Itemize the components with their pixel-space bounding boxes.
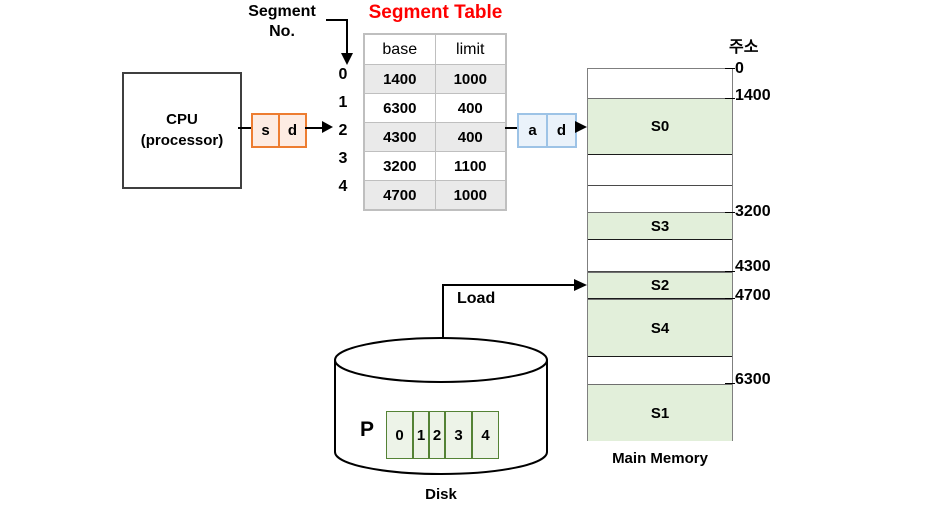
cpu-label-line1: CPU xyxy=(166,111,198,129)
table-to-physical-wire xyxy=(505,127,519,129)
address-tickmark-4300 xyxy=(725,271,735,272)
memory-segment-label: S0 xyxy=(650,118,670,135)
logical-to-table-arrowhead xyxy=(322,121,333,133)
segment-no-arrowhead xyxy=(341,53,353,65)
table-row[interactable]: 1400 1000 xyxy=(364,64,507,94)
memory-segment-label: S2 xyxy=(650,277,670,294)
physical-address-register: a d xyxy=(517,113,577,148)
table-row[interactable]: 4700 1000 xyxy=(364,180,507,210)
address-tick-1400: 1400 xyxy=(735,87,771,104)
main-memory-block: S0 S3 S2 S4 S1 xyxy=(587,68,733,441)
segment-limit-3: 1100 xyxy=(434,151,507,181)
logical-address-offset-field: d xyxy=(278,115,305,146)
segment-index-1: 1 xyxy=(338,94,348,111)
segment-table-header-limit: limit xyxy=(434,34,507,65)
disk-block-3[interactable]: 3 xyxy=(445,411,472,459)
segment-no-arrow-horizontal xyxy=(326,19,348,21)
load-to-memory-arrowhead xyxy=(574,279,587,291)
segment-base-4: 4700 xyxy=(364,180,436,210)
segment-table-title: Segment Table xyxy=(368,2,503,23)
physical-address-base-field: a xyxy=(528,122,537,139)
segment-no-label-line2: No. xyxy=(269,23,295,40)
table-row[interactable]: 3200 1100 xyxy=(364,151,507,181)
physical-to-memory-arrowhead xyxy=(575,121,587,133)
segment-limit-0: 1000 xyxy=(434,64,507,94)
segment-base-3: 3200 xyxy=(364,151,436,181)
segment-no-label: Segment No. xyxy=(234,2,330,42)
segment-table-header-base: base xyxy=(364,34,436,65)
memory-segment-s0: S0 xyxy=(588,98,732,155)
segment-index-3: 3 xyxy=(338,150,348,167)
address-tick-0: 0 xyxy=(735,60,744,77)
segment-index-2: 2 xyxy=(338,122,348,139)
memory-segment-s3: S3 xyxy=(588,212,732,240)
disk-block-0[interactable]: 0 xyxy=(386,411,413,459)
logical-to-table-wire xyxy=(305,127,324,129)
memory-divider-1 xyxy=(588,185,732,186)
cpu-label-line2: (processor) xyxy=(140,131,224,149)
logical-address-segment-field: s xyxy=(261,122,270,139)
memory-segment-label: S3 xyxy=(650,217,670,235)
memory-segment-s2: S2 xyxy=(588,272,732,299)
disk-caption: Disk xyxy=(425,486,457,503)
memory-segment-label: S1 xyxy=(650,404,670,422)
physical-address-offset-field: d xyxy=(546,115,575,146)
address-tickmark-6300 xyxy=(725,383,735,384)
segment-base-0: 1400 xyxy=(364,64,436,94)
address-axis-label: 주소 xyxy=(729,39,759,56)
address-tick-6300: 6300 xyxy=(735,371,771,388)
disk-block-4[interactable]: 4 xyxy=(472,411,499,459)
memory-segment-s1: S1 xyxy=(588,384,732,441)
disk-block-1[interactable]: 1 xyxy=(413,411,429,459)
disk-cylinder xyxy=(334,337,548,475)
disk-block-2[interactable]: 2 xyxy=(429,411,445,459)
logical-address-register: s d xyxy=(251,113,307,148)
address-tick-3200: 3200 xyxy=(735,203,771,220)
load-arrow-label: Load xyxy=(457,290,496,307)
table-row[interactable]: 4300 400 xyxy=(364,122,507,152)
load-arrow-horizontal xyxy=(442,284,578,286)
address-tickmark-4700 xyxy=(725,298,735,299)
address-tickmark-1400 xyxy=(725,98,735,99)
segment-limit-4: 1000 xyxy=(434,180,507,210)
segment-no-arrow-vertical xyxy=(346,19,348,57)
memory-segment-label: S4 xyxy=(650,319,670,337)
table-row[interactable]: 6300 400 xyxy=(364,93,507,123)
memory-segment-s4: S4 xyxy=(588,299,732,357)
address-tickmark-0 xyxy=(725,68,735,69)
disk-process-label: P xyxy=(360,418,375,441)
segment-base-1: 6300 xyxy=(364,93,436,123)
segment-limit-1: 400 xyxy=(434,93,507,123)
segment-limit-2: 400 xyxy=(434,122,507,152)
cpu-box: CPU (processor) xyxy=(122,72,242,189)
main-memory-caption: Main Memory xyxy=(612,450,708,467)
segment-base-2: 4300 xyxy=(364,122,436,152)
cpu-to-logical-wire xyxy=(238,127,253,129)
segment-table: base limit 1400 1000 6300 400 4300 400 3… xyxy=(363,33,507,211)
memory-divider-3 xyxy=(588,271,732,272)
segment-no-label-line1: Segment xyxy=(248,3,316,20)
address-tickmark-3200 xyxy=(725,212,735,213)
disk-block-list: 0 1 2 3 4 xyxy=(386,411,499,459)
address-tick-4700: 4700 xyxy=(735,287,771,304)
segment-index-0: 0 xyxy=(338,66,348,83)
segment-table-header-row: base limit xyxy=(364,34,507,65)
segment-index-4: 4 xyxy=(338,178,348,195)
address-tick-4300: 4300 xyxy=(735,258,771,275)
